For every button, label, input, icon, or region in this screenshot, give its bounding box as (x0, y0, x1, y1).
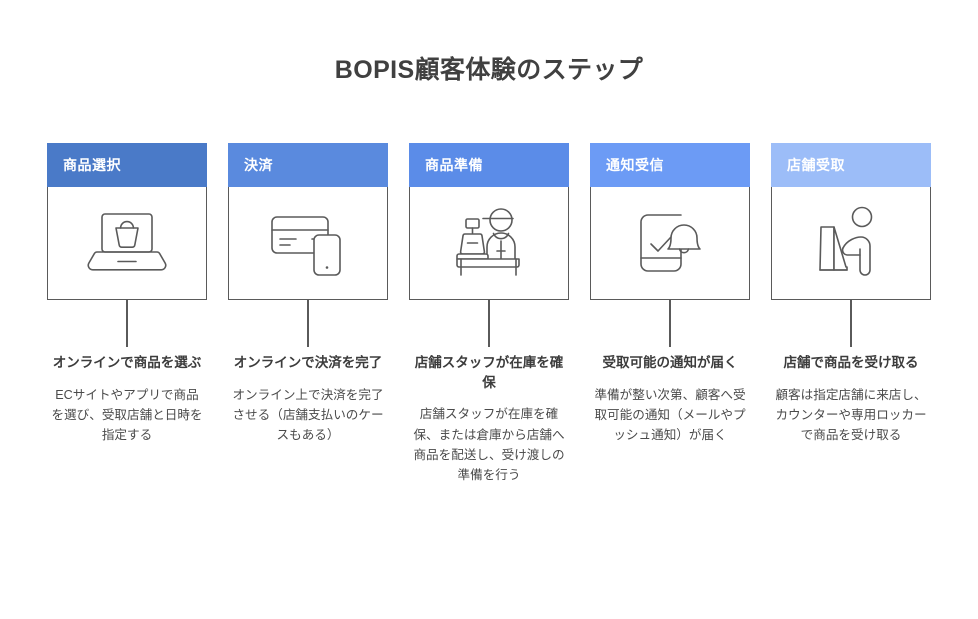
step-4-body: 準備が整い次第、顧客へ受取可能の通知（メールやプッシュ通知）が届く (594, 387, 746, 443)
credit-card-smartphone-icon (256, 203, 360, 283)
store-staff-register-icon (437, 203, 541, 283)
step-2-header: 決済 (228, 143, 388, 187)
step-4-header: 通知受信 (590, 143, 750, 187)
smartphone-bell-notification-icon (618, 203, 722, 283)
step-4-caption: 受取可能の通知が届く (602, 355, 738, 370)
step-5-icon-box (771, 187, 931, 300)
steps-row: 商品選択 オンラインで商品を選ぶ ECサイトやアプリで商品を選び、受取店舗と日時… (47, 143, 931, 486)
step-5-header-label: 店舗受取 (787, 157, 845, 173)
step-3-caption: 店舗スタッフが在庫を確保 (414, 355, 564, 390)
step-5-connector (850, 300, 852, 347)
step-1: 商品選択 オンラインで商品を選ぶ ECサイトやアプリで商品を選び、受取店舗と日時… (47, 143, 207, 446)
step-2-header-label: 決済 (244, 157, 273, 173)
person-pickup-counter-icon (799, 203, 903, 283)
step-5-body: 顧客は指定店舗に来店し、カウンターや専用ロッカーで商品を受け取る (775, 387, 927, 443)
step-2-body: オンライン上で決済を完了させる（店舗支払いのケースもある） (232, 387, 384, 443)
step-5-caption: 店舗で商品を受け取る (783, 355, 919, 370)
step-3-header: 商品準備 (409, 143, 569, 187)
step-1-connector (126, 300, 128, 347)
step-3-icon-box (409, 187, 569, 300)
step-3-body: 店舗スタッフが在庫を確保、または倉庫から店舗へ商品を配送し、受け渡しの準備を行う (413, 407, 565, 483)
step-4-connector (669, 300, 671, 347)
step-2-connector (307, 300, 309, 347)
step-1-header: 商品選択 (47, 143, 207, 187)
page-title: BOPIS顧客体験のステップ (334, 56, 644, 84)
step-3: 商品準備 (409, 143, 569, 486)
step-4-icon-box (590, 187, 750, 300)
step-1-caption: オンラインで商品を選ぶ (52, 355, 202, 370)
step-4-header-label: 通知受信 (606, 157, 664, 173)
step-5: 店舗受取 店舗で商品を受け取る 顧客は指定店舗に来店し、カウンターや専用ロッカー… (771, 143, 931, 446)
step-1-header-label: 商品選択 (63, 157, 121, 173)
step-1-body: ECサイトやアプリで商品を選び、受取店舗と日時を指定する (51, 387, 203, 443)
laptop-shopping-basket-icon (75, 203, 179, 283)
step-3-header-label: 商品準備 (425, 157, 483, 173)
step-5-header: 店舗受取 (771, 143, 931, 187)
step-2-caption: オンラインで決済を完了 (233, 355, 383, 370)
step-2-icon-box (228, 187, 388, 300)
step-4: 通知受信 受取可能の通知が届く 準備が整い次第、顧客へ受取可能の通知（メールやプ… (590, 143, 750, 446)
step-2: 決済 オンラインで決済を完了 オンライン上で決済を完了させ (228, 143, 388, 446)
step-1-icon-box (47, 187, 207, 300)
step-3-connector (488, 300, 490, 347)
